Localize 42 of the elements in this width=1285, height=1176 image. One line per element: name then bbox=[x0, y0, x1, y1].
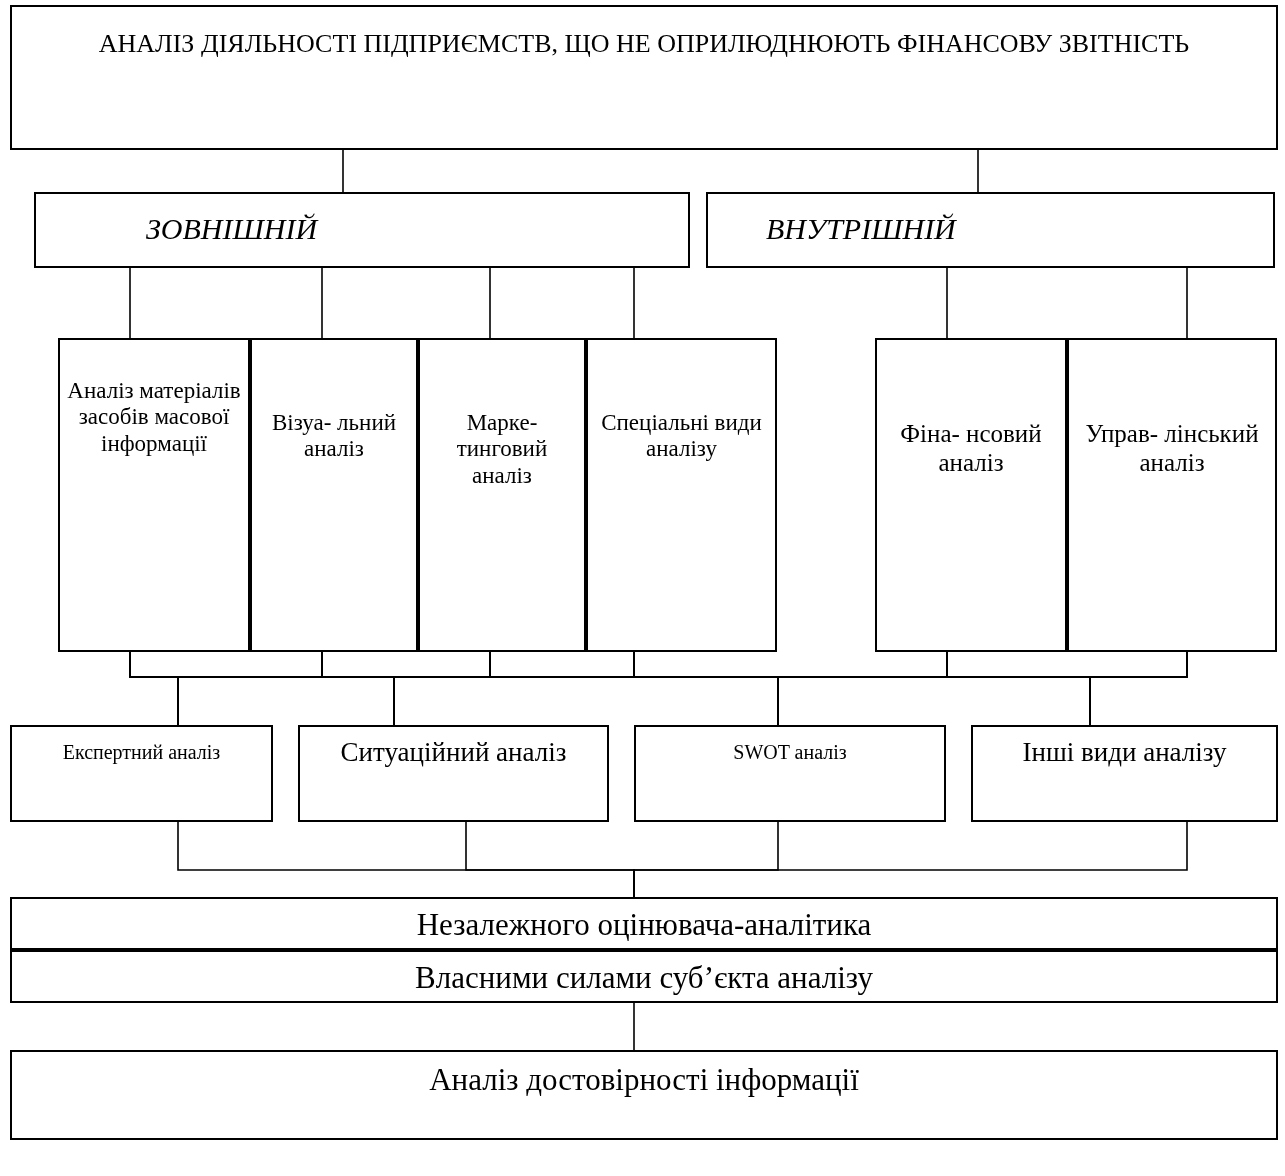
connector-line bbox=[1089, 651, 1188, 726]
result-box bbox=[10, 1050, 1278, 1140]
node-text: Власними силами суб’єкта аналізу bbox=[415, 960, 873, 996]
connector-line bbox=[1186, 267, 1188, 339]
method-box bbox=[634, 725, 946, 822]
analysis-box bbox=[418, 338, 586, 652]
node-text: ЗОВНІШНІЙ bbox=[146, 212, 318, 247]
node-text: Візуа- льний аналіз bbox=[270, 410, 397, 463]
method-box bbox=[971, 725, 1278, 822]
node-text: Інші види аналізу bbox=[1022, 737, 1227, 769]
analysis-box bbox=[250, 338, 418, 652]
node-text: SWOT аналіз bbox=[733, 741, 847, 764]
connector-line bbox=[977, 149, 979, 193]
connector-line bbox=[946, 267, 948, 339]
method-box bbox=[298, 725, 609, 822]
performer-box bbox=[10, 897, 1278, 950]
analysis-box bbox=[875, 338, 1067, 652]
node-text: АНАЛІЗ ДІЯЛЬНОСТІ ПІДПРИЄМСТВ, ЩО НЕ ОПРИЛЮДНЮЮТЬ ФІНАНСОВУ ЗВІТНІСТЬ bbox=[98, 29, 1190, 59]
connector-line bbox=[321, 267, 323, 339]
method-box bbox=[10, 725, 273, 822]
analysis-box bbox=[1067, 338, 1277, 652]
node-text: Ситуаційний аналіз bbox=[340, 737, 567, 769]
category-box bbox=[34, 192, 690, 268]
category-box bbox=[706, 192, 1275, 268]
node-text: Аналіз матеріалів засобів масової інформації bbox=[66, 378, 242, 458]
node-text: Незалежного оцінювача-аналітика bbox=[416, 907, 872, 943]
analysis-box bbox=[58, 338, 250, 652]
performer-box bbox=[10, 950, 1278, 1003]
node-text: ВНУТРІШНІЙ bbox=[766, 212, 956, 247]
connector-line bbox=[633, 1002, 635, 1051]
connector-line bbox=[129, 267, 131, 339]
node-text: Експертний аналіз bbox=[62, 741, 221, 764]
title-box bbox=[10, 5, 1278, 150]
connector-line bbox=[342, 149, 344, 193]
node-text: Спеціальні види аналізу bbox=[600, 410, 763, 463]
analysis-box bbox=[586, 338, 777, 652]
connector-line bbox=[489, 267, 491, 339]
node-text: Марке- тинговий аналіз bbox=[455, 410, 549, 490]
connector-line bbox=[633, 267, 635, 339]
node-text: Управ- лінський аналіз bbox=[1084, 420, 1260, 478]
node-text: Аналіз достовірності інформації bbox=[429, 1062, 859, 1098]
node-text: Фіна- нсовий аналіз bbox=[899, 420, 1043, 478]
